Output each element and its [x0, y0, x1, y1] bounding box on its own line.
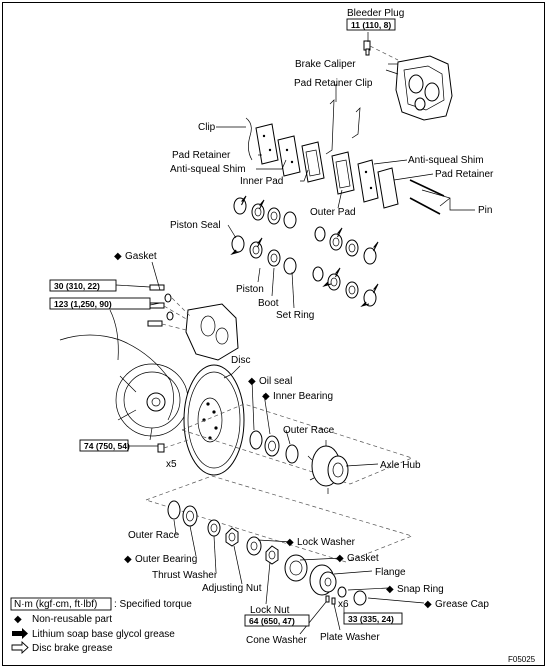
label-inner-pad: Inner Pad	[240, 176, 283, 187]
axle-hub-drawing	[307, 440, 349, 494]
lock-washer-drawing	[246, 536, 262, 556]
label-oil-seal-marker: ◆	[248, 376, 256, 387]
label-x6: x6	[338, 599, 349, 610]
label-piston: Piston	[236, 284, 264, 295]
legend-unit-text: : Specified torque	[114, 599, 192, 610]
label-lock-nut: Lock Nut	[250, 605, 290, 616]
label-outer-bearing: Outer Bearing	[135, 554, 197, 565]
label-oil-seal: Oil seal	[259, 376, 292, 387]
inner-bearing-drawing	[264, 435, 280, 457]
label-anti-squeal-shim-right: Anti-squeal Shim	[408, 155, 484, 166]
label-piston-seal: Piston Seal	[170, 220, 221, 231]
label-bleeder-plug: Bleeder Plug	[347, 8, 404, 19]
grease-cap-drawing	[353, 590, 367, 606]
label-cone-washer: Cone Washer	[246, 635, 307, 646]
label-set-ring: Set Ring	[276, 310, 314, 321]
disc-brake-grease-arrow-icon	[11, 640, 29, 655]
label-inner-bearing-marker: ◆	[262, 391, 270, 402]
label-x5: x5	[166, 459, 177, 470]
label-grease-cap-marker: ◆	[424, 599, 432, 610]
alignment-box-upper	[180, 403, 414, 485]
label-gasket-upper-marker: ◆	[114, 251, 122, 262]
legend: N·m (kgf·cm, ft·lbf) : Specified torque …	[10, 597, 192, 655]
steering-knuckle-drawing	[59, 309, 189, 441]
part-labels: Bleeder Plug Brake Caliper Pad Retainer …	[114, 8, 536, 664]
legend-nonreusable-symbol: ◆	[14, 614, 22, 625]
bleeder-plug-drawing	[363, 40, 399, 61]
label-gasket-upper: Gasket	[125, 251, 157, 262]
label-pin: Pin	[478, 205, 492, 216]
lock-nut-drawing	[265, 545, 279, 565]
label-outer-bearing-marker: ◆	[124, 554, 132, 565]
label-boot: Boot	[258, 298, 279, 309]
gasket-lower-drawing	[284, 554, 308, 582]
caliper-mount-drawing	[185, 303, 239, 361]
legend-unit-box: N·m (kgf·cm, ft·lbf)	[14, 599, 97, 610]
label-lock-washer-marker: ◆	[286, 537, 294, 548]
label-inner-bearing: Inner Bearing	[273, 391, 333, 402]
torque-64: 64 (650, 47)	[249, 616, 295, 626]
outer-pad-drawing	[331, 151, 355, 195]
label-pad-retainer-left: Pad Retainer	[172, 150, 231, 161]
disc-drawing	[183, 364, 245, 476]
anti-squeal-shim-right-drawing	[357, 159, 379, 203]
label-outer-race-lower: Outer Race	[128, 530, 180, 541]
label-pad-retainer-right: Pad Retainer	[435, 169, 494, 180]
label-outer-race-upper: Outer Race	[283, 425, 335, 436]
pin-drawing	[409, 179, 445, 215]
label-anti-squeal-shim-left: Anti-squeal Shim	[170, 164, 246, 175]
label-snap-ring: Snap Ring	[397, 584, 444, 595]
label-adjusting-nut: Adjusting Nut	[202, 583, 262, 594]
leader-lines	[115, 32, 475, 635]
snap-ring-drawing	[337, 586, 347, 598]
pad-retainer-left-drawing	[255, 123, 279, 165]
label-disc: Disc	[231, 355, 250, 366]
piston-group-upper	[233, 197, 377, 265]
label-brake-caliper: Brake Caliper	[295, 59, 356, 70]
anti-squeal-shim-left-drawing	[277, 135, 301, 177]
legend-lithium: Lithium soap base glycol grease	[32, 629, 175, 640]
label-flange: Flange	[375, 567, 406, 578]
torque-boxes: 11 (110, 8) 30 (310, 22) 123 (1,250, 90)…	[49, 18, 403, 627]
torque-74: 74 (750, 54)	[84, 441, 130, 451]
legend-disc-grease: Disc brake grease	[32, 643, 113, 654]
label-axle-hub: Axle Hub	[380, 460, 421, 471]
label-grease-cap: Grease Cap	[435, 599, 489, 610]
label-clip: Clip	[198, 122, 216, 133]
outer-race-upper-drawing	[285, 444, 299, 464]
brake-caliper-drawing	[385, 55, 453, 121]
label-gasket-lower: Gasket	[347, 553, 379, 564]
oil-seal-drawing	[249, 430, 263, 450]
label-outer-pad: Outer Pad	[310, 207, 356, 218]
label-pad-retainer-clip: Pad Retainer Clip	[294, 78, 373, 89]
hub-bolt-drawing	[157, 439, 189, 453]
thrust-washer-drawing	[207, 519, 221, 537]
legend-nonreusable: Non-reusable part	[32, 614, 112, 625]
flange-drawing	[309, 564, 337, 596]
torque-bleeder-plug: 11 (110, 8)	[351, 20, 391, 30]
grease-arrows-pistons	[230, 195, 379, 308]
label-gasket-lower-marker: ◆	[336, 553, 344, 564]
lithium-grease-arrow-icon	[12, 628, 28, 639]
label-thrust-washer: Thrust Washer	[152, 570, 218, 581]
cone-washer-drawing	[325, 595, 336, 605]
torque-33: 33 (335, 24)	[348, 614, 394, 624]
pad-retainer-right-drawing	[377, 167, 399, 209]
pad-retainer-clip-drawing	[325, 99, 361, 155]
torque-30: 30 (310, 22)	[54, 281, 100, 291]
label-lock-washer: Lock Washer	[297, 537, 356, 548]
adjusting-nut-drawing	[225, 527, 239, 547]
clip-drawing	[245, 117, 253, 161]
label-snap-ring-marker: ◆	[386, 584, 394, 595]
inner-pad-drawing	[301, 141, 325, 183]
outer-race-lower-drawing	[167, 500, 181, 520]
caliper-bolts-drawing	[147, 284, 191, 331]
torque-123: 123 (1,250, 90)	[54, 299, 112, 309]
label-plate-washer: Plate Washer	[320, 632, 380, 643]
outer-bearing-drawing	[182, 505, 198, 527]
figure-id: F05025	[508, 655, 536, 664]
